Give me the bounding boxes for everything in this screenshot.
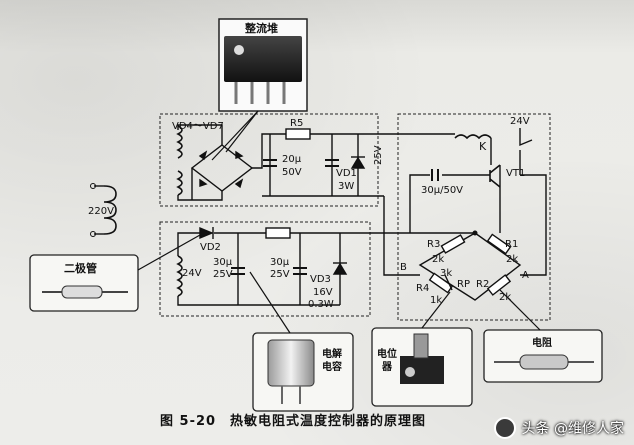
vd3-zener <box>332 262 348 275</box>
v24-left-label: 24V <box>182 268 202 279</box>
figure-caption: 图 5-20 热敏电阻式温度控制器的原理图 <box>160 414 427 429</box>
r5-resistor <box>285 128 311 140</box>
relay-coil <box>454 134 492 140</box>
vd3-power-label: 0.3W <box>308 299 334 310</box>
capacitor-callout <box>249 271 354 412</box>
c1-value-label: 20μ <box>282 154 302 165</box>
r1-value-label: 2k <box>506 254 518 265</box>
c3-value-label: 30μ <box>270 257 290 268</box>
diode-callout <box>29 234 201 312</box>
rectifier-photo <box>211 18 308 161</box>
bridge-rectifier <box>190 144 254 192</box>
mains-terminal-2 <box>90 231 96 237</box>
node-a-label: A <box>522 270 529 281</box>
r3-label: R3 <box>427 239 440 250</box>
capacitor-callout-label-1: 电解 <box>322 347 342 360</box>
vd1-zener <box>350 156 366 169</box>
relay-wires <box>383 128 547 276</box>
rectifier-label: 整流堆 <box>244 21 278 35</box>
coupling-capacitor <box>431 169 439 181</box>
vd1-power-label: 3W <box>338 181 354 192</box>
c3-voltage-label: 25V <box>270 269 290 280</box>
resistor-callout <box>483 289 603 383</box>
series-resistor <box>265 227 291 239</box>
r3-value-label: 2k <box>432 254 444 265</box>
transformer-coil-top-lower <box>176 170 183 196</box>
watermark-text: 头条 @维修人家 <box>521 421 624 437</box>
potentiometer-callout <box>371 291 473 407</box>
pot-callout-label-2: 器 <box>381 361 393 373</box>
c2-c3-capacitors <box>231 267 307 275</box>
node-b-label: B <box>400 262 407 273</box>
c1-voltage-label: 50V <box>282 167 302 178</box>
sensor-supply-frame <box>159 221 371 317</box>
bridge-block-frame <box>397 113 551 321</box>
vd4-vd7-label: VD4～VD7 <box>172 121 224 132</box>
c2-value-label: 30μ <box>213 257 233 268</box>
vt1-label: VT1 <box>506 168 525 179</box>
transformer-coil-bottom <box>176 255 183 297</box>
mains-terminal-1 <box>90 183 96 189</box>
v25-label: 25V <box>373 145 384 165</box>
r2-label: R2 <box>476 279 489 290</box>
mains-coil <box>103 185 117 235</box>
mains-voltage-label: 220V <box>88 206 114 217</box>
watermark-logo-icon <box>493 417 516 439</box>
v24-top-label: 24V <box>510 116 530 127</box>
r1-label: R1 <box>505 239 518 250</box>
r5-label: R5 <box>290 118 303 129</box>
relay-k-label: K <box>479 140 487 153</box>
c2-voltage-label: 25V <box>213 269 233 280</box>
r4-value-label: 1k <box>430 295 442 306</box>
vd3-voltage-label: 16V <box>313 287 333 298</box>
vd2-label: VD2 <box>200 242 221 253</box>
rp-label: RP <box>457 279 470 290</box>
vd3-label: VD3 <box>310 274 331 285</box>
diode-callout-label: 二极管 <box>64 261 97 275</box>
r4-label: R4 <box>416 283 429 294</box>
transformer-coil-top <box>176 125 183 159</box>
resistor-callout-label: 电阻 <box>532 336 552 349</box>
vd1-label: VD1 <box>336 168 357 179</box>
watermark: 头条 @维修人家 <box>493 417 624 439</box>
vt1-transistor <box>489 164 501 188</box>
pot-callout-label-1: 电位 <box>377 347 397 360</box>
c1b-capacitor <box>325 159 339 167</box>
capacitor-callout-label-2: 电容 <box>322 360 342 373</box>
rp-value-label: 3k <box>440 268 452 279</box>
bridge-resistors <box>418 232 522 301</box>
coupling-cap-label: 30μ/50V <box>421 185 463 196</box>
c1-capacitor <box>263 159 277 167</box>
vd2-diode <box>199 226 214 240</box>
r2-value-label: 2k <box>499 292 511 303</box>
